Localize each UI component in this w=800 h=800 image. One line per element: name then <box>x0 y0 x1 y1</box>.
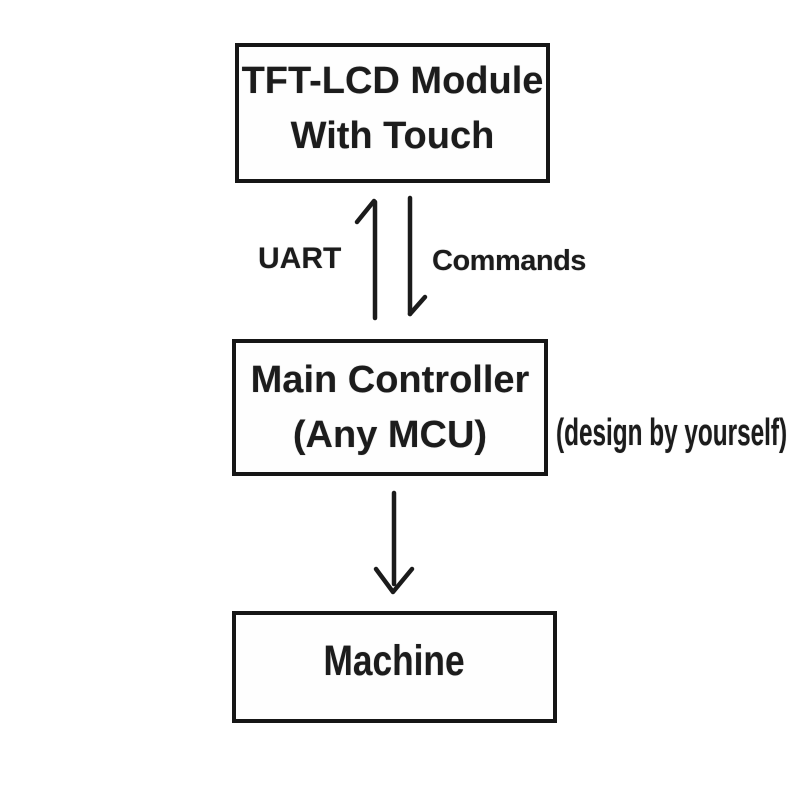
node-machine-label: Machine <box>323 636 466 685</box>
node-mcu-line2: (Any MCU) <box>292 413 488 456</box>
node-tft-line2: With Touch <box>290 115 495 157</box>
edge-label-commands: Commands <box>432 245 586 277</box>
node-tft-lcd-module: TFT-LCD Module With Touch <box>235 43 550 183</box>
uart-up-arrow-icon <box>354 198 378 321</box>
node-tft-line1: TFT-LCD Module <box>241 60 544 102</box>
node-main-controller: Main Controller (Any MCU) <box>232 339 548 476</box>
node-machine: Machine <box>232 611 557 723</box>
annotation-design-by-yourself: (design by yourself) <box>556 412 788 454</box>
node-mcu-line1: Main Controller <box>250 358 530 401</box>
controller-to-machine-arrow-icon <box>373 490 415 595</box>
commands-down-arrow-icon <box>407 195 428 317</box>
edge-label-uart: UART <box>258 242 342 275</box>
